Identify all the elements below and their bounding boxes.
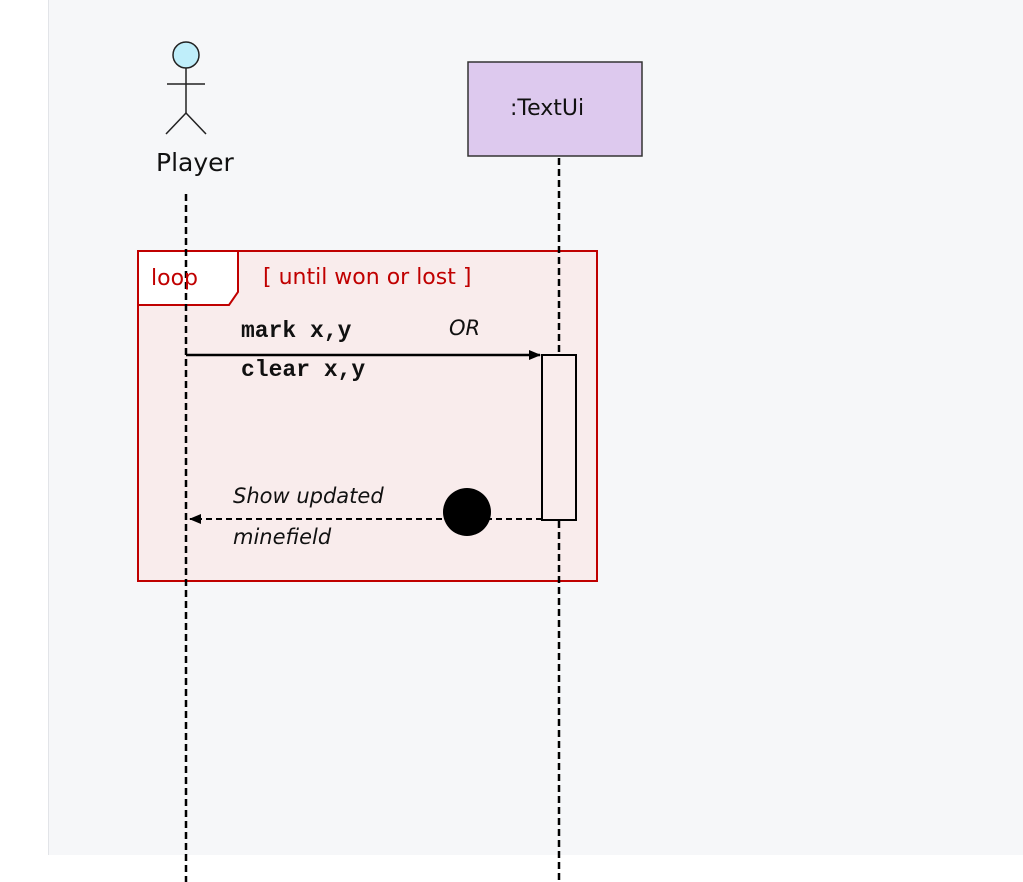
return-marker-dot xyxy=(443,488,491,536)
loop-operator-tab xyxy=(137,250,239,306)
stick-figure-icon xyxy=(165,41,207,135)
canvas-left-border xyxy=(48,0,49,855)
loop-guard-label: [ until won or lost ] xyxy=(263,265,472,290)
textui-header-box xyxy=(467,61,643,157)
loop-operator-label: loop xyxy=(151,266,198,291)
return-message-line2: minefield xyxy=(233,525,332,549)
actor-name: Player xyxy=(156,148,234,177)
return-message-line1: Show updated xyxy=(233,484,384,508)
call-message-line2: clear x,y xyxy=(241,357,366,383)
lifeline-title: :TextUi xyxy=(510,96,585,121)
activation-bar xyxy=(541,354,577,521)
call-message-line1: mark x,y xyxy=(241,318,352,344)
call-message-or: OR xyxy=(449,316,481,340)
